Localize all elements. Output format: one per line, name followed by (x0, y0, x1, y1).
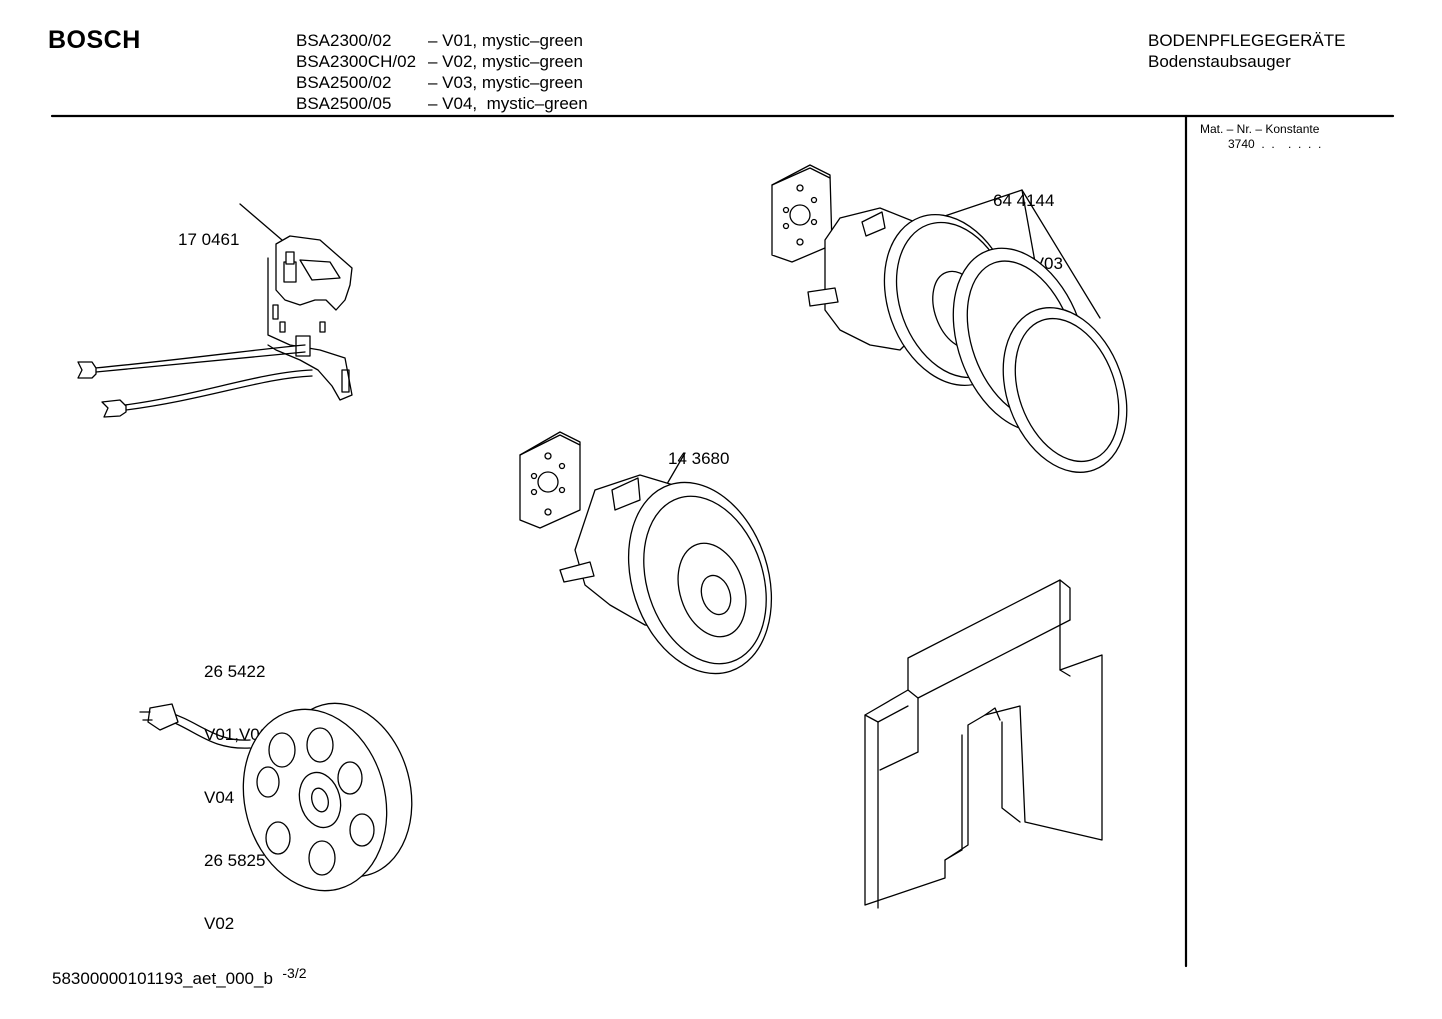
filter-plate-drawing (864, 579, 1103, 909)
document-id: 58300000101193_aet_000_b -3/2 (52, 965, 307, 989)
motor-v01-v03-drawing (771, 164, 1128, 473)
model-variant: – V01, mystic–green (428, 31, 583, 50)
motor-v04-drawing (519, 431, 773, 675)
material-number-panel: Mat. – Nr. – Konstante 3740 . . . . . . (1200, 122, 1321, 152)
model-row: BSA2500/05 – V04, mystic–green (296, 93, 588, 114)
part-label-switch: 17 0461 (178, 187, 239, 271)
part-number: 17 0461 (178, 230, 240, 249)
material-number-label: Mat. – Nr. – Konstante (1200, 122, 1320, 136)
part-variant: V01,V03 (204, 725, 270, 744)
model-code: BSA2300CH/02 (296, 52, 417, 71)
model-list: BSA2300/02 – V01, mystic–green BSA2300CH/… (296, 30, 588, 114)
model-code: BSA2300/02 (296, 31, 392, 50)
model-code: BSA2500/05 (296, 94, 392, 113)
part-number: 14 3680 (668, 449, 730, 468)
cable-reel-drawing (139, 702, 413, 892)
document-id-text: 58300000101193_aet_000_b (52, 969, 273, 988)
model-row: BSA2300CH/02 – V02, mystic–green (296, 51, 588, 72)
category-subtitle: Bodenstaubsauger (1148, 52, 1291, 71)
part-variant: V02 (204, 914, 235, 933)
model-row: BSA2500/02 – V03, mystic–green (296, 72, 588, 93)
model-row: BSA2300/02 – V01, mystic–green (296, 30, 588, 51)
model-variant: – V02, mystic–green (428, 52, 583, 71)
page-number: -3/2 (282, 965, 307, 981)
model-variant: – V03, mystic–green (428, 73, 583, 92)
product-category: BODENPFLEGEGERÄTE Bodenstaubsauger (1148, 30, 1345, 72)
part-variant: V04 (204, 788, 235, 807)
model-code: BSA2500/02 (296, 73, 392, 92)
model-variant: – V04, mystic–green (428, 94, 588, 113)
brand-logo: BOSCH (48, 26, 141, 54)
part-label-cable-reel: 26 5422 V01,V03 V04 26 5825 V02 (204, 619, 269, 955)
material-number-value: 3740 . . . . . . (1228, 137, 1322, 151)
category-title: BODENPFLEGEGERÄTE (1148, 31, 1346, 50)
part-number: 26 5825 (204, 851, 266, 870)
switch-assembly-drawing (77, 203, 353, 418)
part-number: 26 5422 (204, 662, 266, 681)
